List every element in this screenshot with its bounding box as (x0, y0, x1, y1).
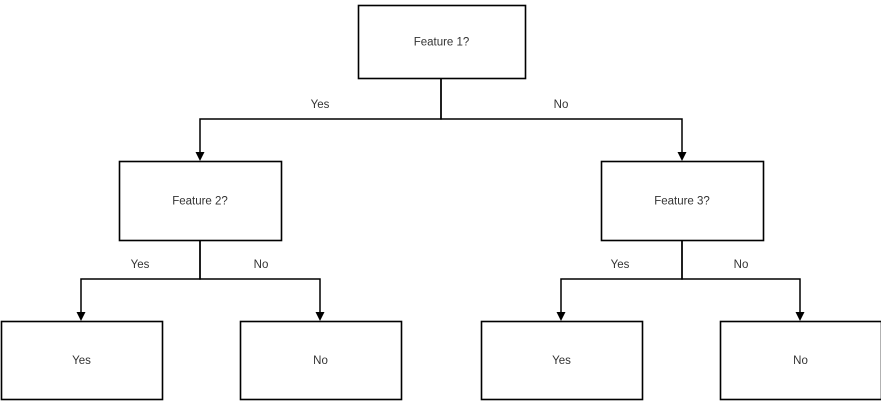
node-label-root: Feature 1? (414, 37, 470, 49)
node-label-leaf3: Yes (552, 355, 571, 367)
node-label-n2: Feature 2? (172, 196, 228, 208)
edge-arrowhead-icon (76, 312, 86, 321)
edge-arrowhead-icon (795, 312, 805, 321)
node-label-leaf2: No (313, 355, 328, 367)
edge-label-e-n3-leaf3: Yes (611, 259, 630, 271)
node-box-root[interactable] (357, 4, 527, 80)
edge-connector-line (681, 240, 801, 312)
edge-label-e-n2-leaf2: No (254, 259, 269, 271)
edges-layer (76, 78, 805, 321)
node-box-leaf2[interactable] (239, 320, 403, 401)
edge-label-e-root-n3: No (554, 99, 569, 111)
node-leaf2[interactable]: No (239, 320, 403, 401)
edge-n2-to-leaf2 (199, 240, 325, 321)
node-label-leaf4: No (793, 355, 808, 367)
node-box-leaf4[interactable] (719, 320, 881, 401)
node-box-leaf1[interactable] (0, 320, 164, 401)
edge-label-e-n3-leaf4: No (734, 259, 749, 271)
edge-arrowhead-icon (315, 312, 325, 321)
edge-n3-to-leaf4 (681, 240, 805, 321)
edge-arrowhead-icon (556, 312, 566, 321)
node-box-n2[interactable] (118, 160, 283, 242)
node-label-n3: Feature 3? (654, 196, 710, 208)
node-n3[interactable]: Feature 3? (600, 160, 765, 242)
edge-label-e-root-n2: Yes (311, 99, 330, 111)
node-root[interactable]: Feature 1? (357, 4, 527, 80)
node-box-leaf3[interactable] (480, 320, 644, 401)
node-label-leaf1: Yes (72, 355, 91, 367)
node-box-n3[interactable] (600, 160, 765, 242)
node-n2[interactable]: Feature 2? (118, 160, 283, 242)
node-leaf1[interactable]: Yes (0, 320, 164, 401)
edge-connector-line (199, 240, 321, 312)
node-leaf3[interactable]: Yes (480, 320, 644, 401)
node-leaf4[interactable]: No (719, 320, 881, 401)
edge-arrowhead-icon (195, 152, 205, 161)
edge-arrowhead-icon (677, 152, 687, 161)
edge-connector-line (440, 78, 683, 152)
edge-label-e-n2-leaf1: Yes (131, 259, 150, 271)
edge-root-to-n3 (440, 78, 687, 161)
